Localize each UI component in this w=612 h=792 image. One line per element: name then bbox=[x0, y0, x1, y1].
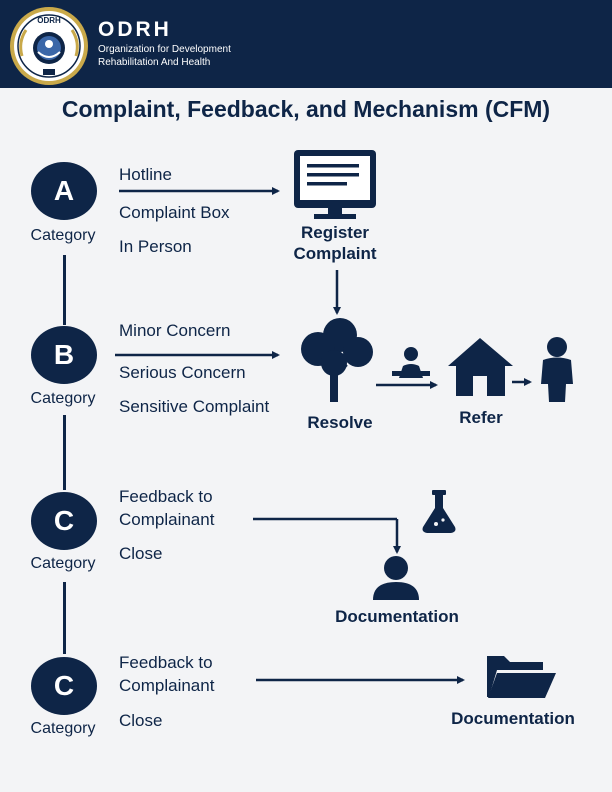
category-c2-label: Category bbox=[30, 720, 96, 737]
item-in-person: In Person bbox=[119, 237, 192, 256]
item-complainant: Complainant bbox=[119, 510, 215, 529]
flask-icon bbox=[422, 490, 456, 533]
category-a-label: Category bbox=[30, 227, 96, 244]
register-complaint-label: Register Complaint bbox=[280, 222, 390, 264]
item-close-2: Close bbox=[119, 711, 163, 730]
item-sensitive-complaint: Sensitive Complaint bbox=[119, 397, 270, 416]
category-a-circle: A bbox=[31, 162, 97, 220]
category-c1-label: Category bbox=[30, 555, 96, 572]
category-c1-circle: C bbox=[31, 492, 97, 550]
item-serious-concern: Serious Concern bbox=[119, 363, 246, 382]
category-c2-circle: C bbox=[31, 657, 97, 715]
item-complainant-2: Complainant bbox=[119, 676, 215, 695]
brand-subtitle-line1: Organization for Development bbox=[98, 44, 231, 55]
category-b-circle: B bbox=[31, 326, 97, 384]
register-label-line1: Register bbox=[300, 223, 370, 242]
item-feedback-to-2: Feedback to bbox=[119, 653, 213, 672]
person-icon bbox=[541, 337, 573, 402]
documentation-label-c2: Documentation bbox=[451, 709, 575, 728]
svg-text:ODRH: ODRH bbox=[37, 16, 61, 25]
brand-subtitle: Organization for Development Rehabilitat… bbox=[98, 43, 231, 69]
category-b-label: Category bbox=[30, 390, 96, 407]
house-icon bbox=[448, 338, 513, 396]
connector-c-c bbox=[63, 582, 66, 654]
item-close: Close bbox=[119, 544, 163, 563]
brand-name: ODRH bbox=[98, 18, 172, 41]
resolve-label: Resolve bbox=[307, 413, 373, 432]
documentation-label-c1: Documentation bbox=[335, 607, 459, 626]
odrh-logo: ODRH bbox=[10, 7, 88, 85]
connector-b-c bbox=[63, 415, 66, 490]
register-label-line2: Complaint bbox=[293, 244, 377, 263]
header-banner: ODRH ODRH Organization for Development R… bbox=[0, 0, 612, 88]
refer-label: Refer bbox=[459, 408, 503, 427]
monitor-icon bbox=[294, 150, 376, 219]
user-icon bbox=[373, 556, 419, 600]
item-feedback-to: Feedback to bbox=[119, 487, 213, 506]
item-complaint-box: Complaint Box bbox=[119, 203, 230, 222]
folder-icon bbox=[487, 656, 556, 698]
tree-icon bbox=[301, 318, 373, 402]
brand-subtitle-line2: Rehabilitation And Health bbox=[98, 57, 211, 68]
page-title: Complaint, Feedback, and Mechanism (CFM) bbox=[61, 96, 551, 122]
person-at-desk-icon bbox=[392, 347, 430, 378]
item-minor-concern: Minor Concern bbox=[119, 321, 231, 340]
item-hotline: Hotline bbox=[119, 165, 172, 184]
connector-a-b bbox=[63, 255, 66, 325]
